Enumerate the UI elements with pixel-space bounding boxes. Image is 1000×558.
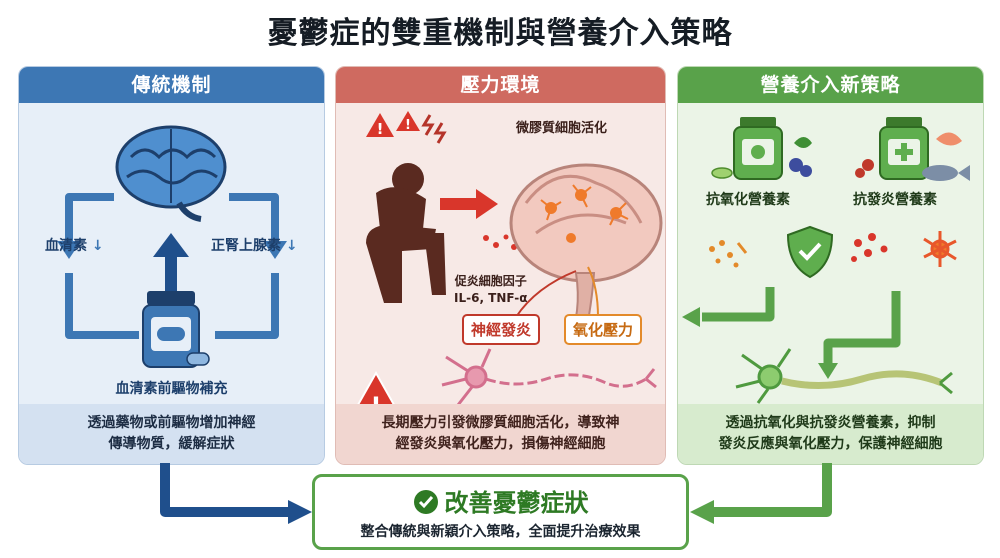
panel-nutrition-header: 營養介入新策略 [678,67,983,103]
warning-icon: ! [366,113,394,138]
panel-traditional-header: 傳統機制 [19,67,324,103]
neuroinflammation-badge: 神經發炎 [462,314,541,345]
panel-traditional-footer: 透過藥物或前驅物增加神經 傳導物質，緩解症狀 [19,404,324,464]
outcome-box: 改善憂鬱症狀 整合傳統與新穎介入策略，全面提升治療效果 [312,474,689,550]
supplement-label: 血清素前驅物補充 [115,381,228,397]
oxidative-stress-badge: 氧化壓力 [564,314,643,345]
cytokines-label: 促炎細胞因子 IL-6, TNF-α [454,274,528,305]
panel-nutrition: 營養介入新策略 [677,66,984,465]
supplement-bottle-icon [855,117,962,180]
traditional-diagram [57,125,287,368]
outcome-subtitle: 整合傳統與新穎介入策略，全面提升治療效果 [360,524,641,540]
inflamed-cell-icon [923,231,957,267]
shield-check-icon [786,225,834,279]
warning-icon: ! [396,111,420,133]
panel-traditional: 傳統機制 血清素 ↓ [18,66,325,465]
panel-stress-footer: 長期壓力引發微膠質細胞活化，導致神 經發炎與氧化壓力，損傷神經細胞 [336,404,665,464]
norepinephrine-label: 正腎上腺素 ↓ [211,238,298,254]
page-title: 憂鬱症的雙重機制與營養介入策略 [267,16,733,51]
brain-icon [115,125,227,222]
antioxidant-label: 抗氧化營養素 [706,192,790,208]
stressed-person-icon [366,163,446,303]
lightning-icon [421,114,447,144]
pill-bottle-icon [142,291,210,368]
arrow-to-neuron [823,291,901,365]
neuron-icon [441,348,657,406]
neuron-icon [735,348,953,404]
panel-stress-header: 壓力環境 [336,67,665,103]
panel-nutrition-footer: 透過抗氧化與抗發炎營養素，抑制 發炎反應與氧化壓力，保護神經細胞 [678,404,983,464]
microglia-label: 微膠質細胞活化 [516,121,608,136]
arrow-left-bottom [65,273,139,339]
arrow-right-bottom [215,273,279,339]
fish-icon [922,165,970,181]
svg-text:!: ! [405,118,411,133]
outcome-title: 改善憂鬱症狀 [315,483,686,518]
check-circle-icon [413,490,438,514]
serotonin-label: 血清素 ↓ [45,238,104,254]
nutrition-diagram [682,117,970,404]
anti-inflammatory-label: 抗發炎營養素 [853,192,937,208]
arrow-to-stress [702,287,775,322]
svg-text:!: ! [377,120,384,138]
panel-stress: 壓力環境 ! ! [335,66,666,465]
arrow-left-down [65,193,114,243]
arrow-right-down [229,193,279,243]
supplement-bottle-icon [711,117,812,180]
